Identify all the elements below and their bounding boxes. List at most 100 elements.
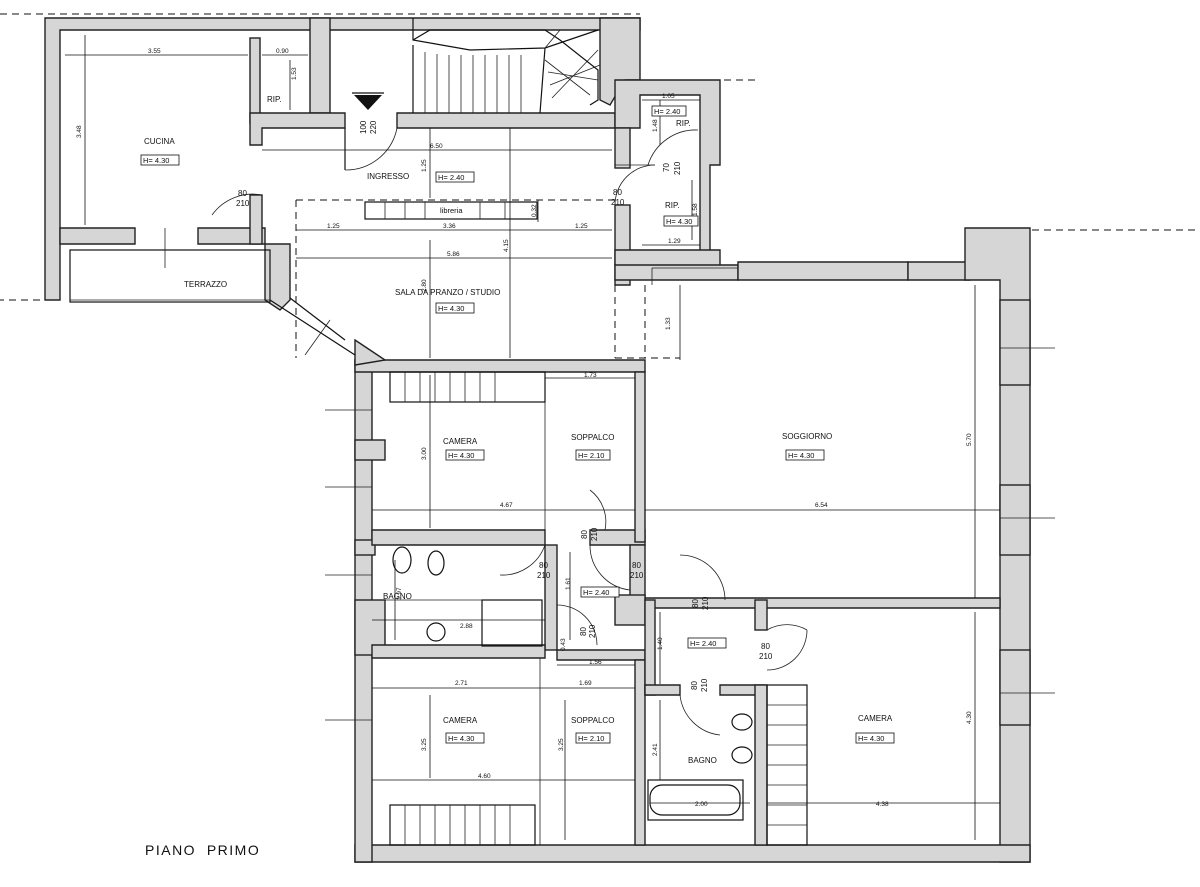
dimension-label: 3.36 — [443, 223, 456, 230]
door-label-height: 210 — [611, 198, 625, 207]
door-label-width: 100 — [359, 120, 368, 134]
room-height-soppalco-1: H= 2.10 — [578, 451, 604, 460]
dimension-label: 1.53 — [291, 67, 298, 80]
room-label-terrazzo: TERRAZZO — [184, 280, 227, 289]
dimension-label: 2.88 — [460, 623, 473, 630]
door-label-height: 210 — [630, 571, 644, 580]
dimension-label: 4.15 — [503, 239, 510, 252]
room-height-rip-2: H= 2.40 — [654, 107, 680, 116]
door-label-width: 80 — [691, 599, 700, 608]
door-label-width: 80 — [539, 561, 548, 570]
dimension-label: 4.60 — [478, 773, 491, 780]
terrace — [69, 249, 356, 356]
dimension-label: 3.48 — [76, 125, 83, 138]
door-label-height: 210 — [537, 571, 551, 580]
dimension-label: 2.00 — [695, 801, 708, 808]
dimension-label: 1.56 — [589, 659, 602, 666]
dimension-label: 0.90 — [276, 48, 289, 55]
door-label-height: 210 — [759, 652, 773, 661]
dimension-label: 1.97 — [396, 587, 403, 600]
room-height-rip-3: H= 4.30 — [666, 217, 692, 226]
room-label-camera-1: CAMERA — [443, 437, 478, 446]
dimension-label: 1.25 — [421, 159, 428, 172]
door-label-height: 210 — [590, 527, 599, 541]
dimension-label: 1.61 — [565, 577, 572, 590]
room-height-camera-3: H= 4.30 — [858, 734, 884, 743]
dimension-label: 4.30 — [966, 711, 973, 724]
dimension-label: 3.25 — [558, 738, 565, 751]
dimension-label: 4.38 — [876, 801, 889, 808]
door-labels: 80 210 100 220 70 210 80 210 80 210 80 2… — [236, 120, 773, 692]
dimension-label: 1.73 — [584, 372, 597, 379]
room-height-soggiorno: H= 4.30 — [788, 451, 814, 460]
room-height-camera-2: H= 4.30 — [448, 734, 474, 743]
door-label-width: 80 — [613, 188, 622, 197]
room-height-disimpegno-2: H= 2.40 — [690, 639, 716, 648]
dimension-label: 6.54 — [815, 502, 828, 509]
door-label-width: 80 — [690, 681, 699, 690]
door-label-height: 210 — [236, 199, 250, 208]
door-label-height: 210 — [588, 624, 597, 638]
room-label-soppalco-2: SOPPALCO — [571, 716, 614, 725]
door-label-width: 80 — [579, 627, 588, 636]
dimension-label: 1.48 — [652, 119, 659, 132]
dimension-label: 2.71 — [455, 680, 468, 687]
room-label-bagno-1: BAGNO — [383, 592, 412, 601]
room-label-rip-1: RIP. — [267, 95, 282, 104]
dimension-label: 1.58 — [692, 203, 699, 216]
walls — [44, 17, 1031, 863]
dimension-label: 1.29 — [668, 238, 681, 245]
door-label-width: 80 — [238, 189, 247, 198]
door-swings — [211, 129, 808, 736]
room-height-sala: H= 4.30 — [438, 304, 464, 313]
dimension-label: 1.25 — [575, 223, 588, 230]
room-label-camera-3: CAMERA — [858, 714, 893, 723]
room-label-sala: SALA DA PRANZO / STUDIO — [395, 288, 500, 297]
door-label-height: 210 — [673, 161, 682, 175]
room-label-rip-3: RIP. — [665, 201, 680, 210]
room-label-bagno-2: BAGNO — [688, 756, 717, 765]
door-label-width: 80 — [580, 530, 589, 539]
dimension-lines — [65, 35, 1000, 845]
door-label-height: 210 — [701, 596, 710, 610]
dimension-label: 3.25 — [421, 738, 428, 751]
room-label-rip-2: RIP. — [676, 119, 691, 128]
dimension-labels: 3.55 0.90 1.53 3.48 6.50 1.25 1.05 1.48 … — [76, 48, 973, 808]
plan-title: PIANO PRIMO — [145, 842, 261, 858]
windows — [164, 228, 1055, 721]
dimension-label: 0.43 — [560, 638, 567, 651]
dimension-label: 6.50 — [430, 143, 443, 150]
dimension-label: 3.00 — [421, 447, 428, 460]
room-label-soggiorno: SOGGIORNO — [782, 432, 832, 441]
libreria-label: libreria — [440, 206, 463, 215]
main-staircase — [412, 18, 601, 114]
room-label-camera-2: CAMERA — [443, 716, 478, 725]
dimension-label: 2.80 — [421, 279, 428, 292]
dimension-label: 1.40 — [657, 637, 664, 650]
dimension-label: 3.55 — [148, 48, 161, 55]
room-height-soppalco-2: H= 2.10 — [578, 734, 604, 743]
dimension-label: 2.41 — [652, 743, 659, 756]
dimension-label: 1.69 — [579, 680, 592, 687]
entrance-marker — [344, 92, 398, 171]
loft-stairs — [389, 371, 808, 846]
room-height-disimpegno-1: H= 2.40 — [583, 588, 609, 597]
door-label-width: 80 — [632, 561, 641, 570]
sanitary-fixtures — [392, 546, 753, 816]
dimension-label: 1.33 — [665, 317, 672, 330]
room-label-ingresso: INGRESSO — [367, 172, 409, 181]
dimension-label: 4.67 — [500, 502, 513, 509]
room-height-ingresso: H= 2.40 — [438, 173, 464, 182]
dimension-label: 1.25 — [327, 223, 340, 230]
dimension-label: 0.32 — [531, 204, 538, 217]
room-label-cucina: CUCINA — [144, 137, 175, 146]
dimension-label: 5.70 — [966, 433, 973, 446]
dimension-label: 1.05 — [662, 93, 675, 100]
room-label-soppalco-1: SOPPALCO — [571, 433, 614, 442]
room-height-cucina: H= 4.30 — [143, 156, 169, 165]
door-label-width: 70 — [662, 163, 671, 172]
door-label-width: 80 — [761, 642, 770, 651]
room-labels: CUCINA H= 4.30 RIP. INGRESSO H= 2.40 RIP… — [140, 95, 895, 765]
room-height-camera-1: H= 4.30 — [448, 451, 474, 460]
